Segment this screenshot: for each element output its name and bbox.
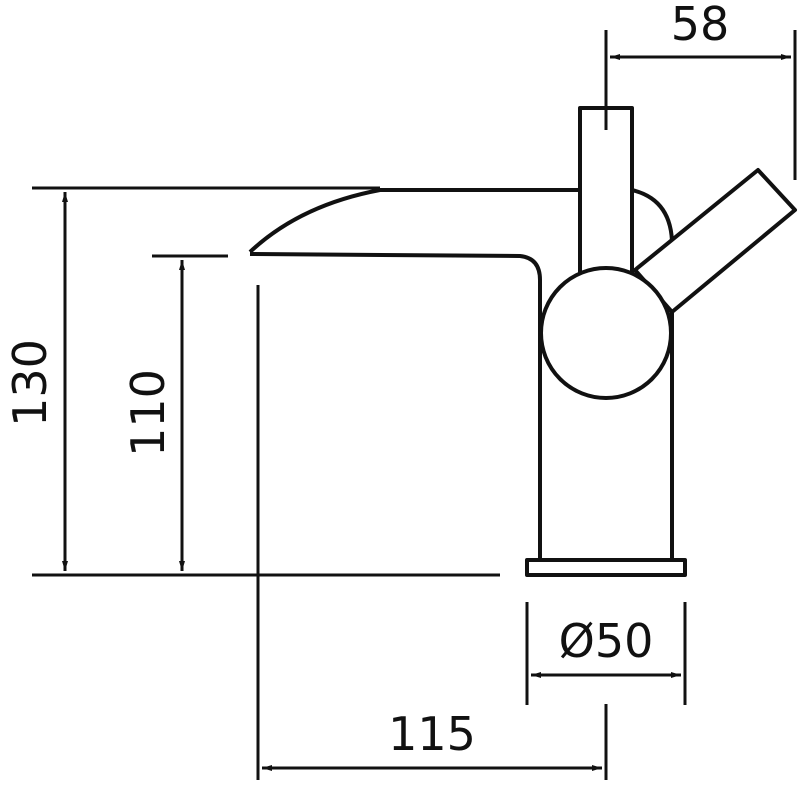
vertical-handle [578, 106, 634, 280]
extension-lines [32, 30, 797, 780]
dimension-labels: 130 110 58 Ø50 115 [3, 0, 729, 761]
spout-bottom-edge [249, 252, 542, 560]
label-130: 130 [3, 339, 57, 427]
angled-handle [633, 168, 797, 314]
label-110: 110 [121, 369, 175, 457]
spout-top-edge [248, 188, 580, 254]
label-115: 115 [388, 707, 476, 761]
label-diameter-50: Ø50 [559, 614, 654, 668]
cartridge-circle [539, 266, 673, 400]
base-plate [525, 558, 687, 577]
dimension-arrows [62, 54, 791, 771]
label-58: 58 [671, 0, 730, 51]
faucet-outline [248, 106, 797, 577]
